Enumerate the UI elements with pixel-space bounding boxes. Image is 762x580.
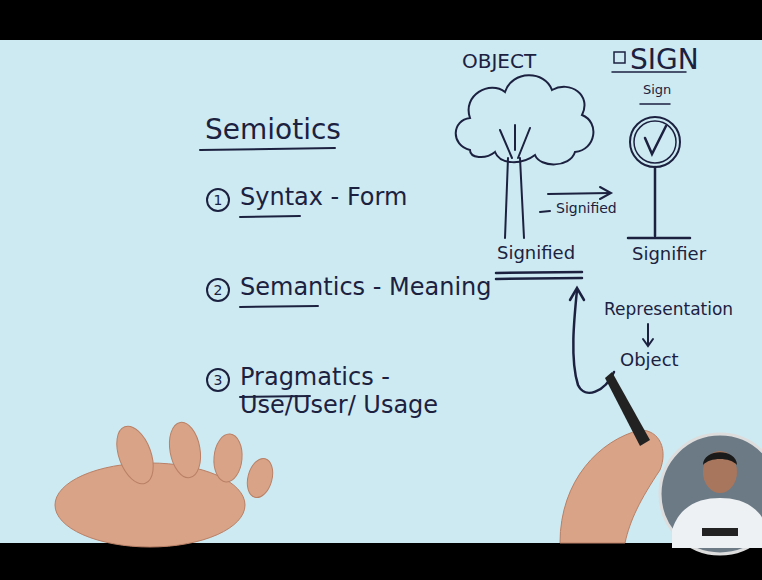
finger — [212, 433, 244, 483]
sign-heading: SIGN — [630, 44, 699, 76]
sign-circle — [630, 117, 680, 167]
object-heading: OBJECT — [462, 50, 536, 73]
number-circle — [207, 279, 229, 301]
arrow-line — [647, 324, 649, 345]
heading: Semiotics — [205, 114, 341, 146]
signified-label: Signified — [497, 243, 575, 264]
sign-underline — [640, 103, 670, 105]
word-underline — [240, 216, 300, 217]
number-circle — [207, 369, 229, 391]
number-circle — [207, 189, 229, 211]
arrow-head — [643, 339, 653, 346]
tree-trunk — [500, 125, 530, 238]
representation-label: Representation — [604, 300, 733, 320]
presenter-inset — [660, 434, 762, 554]
concept-line: Syntax - Form — [240, 184, 407, 212]
arrow-head — [570, 288, 584, 300]
double-underline — [496, 278, 582, 279]
object-label: Object — [620, 350, 679, 371]
hand — [560, 430, 663, 543]
callout-number: 3 — [214, 372, 223, 388]
word-underline — [240, 306, 318, 307]
double-underline — [496, 272, 582, 273]
tree-canopy — [456, 75, 594, 164]
finger — [243, 456, 277, 501]
signifier-label: Signifier — [632, 244, 706, 265]
dash — [540, 211, 550, 212]
arrow-head — [600, 187, 611, 199]
arrow-label: Signified — [556, 200, 617, 216]
finger — [165, 420, 204, 480]
finger — [110, 421, 161, 488]
title-underline — [200, 148, 335, 150]
concept-line: Semantics - Meaning — [240, 274, 492, 302]
sign-subheading: Sign — [643, 83, 671, 98]
concept-line: Pragmatics - Use/User/ Usage — [240, 364, 480, 419]
sign-base — [628, 237, 690, 240]
callout-number: 2 — [214, 282, 223, 298]
small-square — [614, 52, 625, 63]
pen — [605, 372, 650, 446]
sign-circle-inner — [634, 121, 676, 163]
sign-pole — [654, 167, 657, 236]
sign-mark — [645, 126, 666, 154]
callout-number: 1 — [214, 192, 223, 208]
arrow-line — [548, 193, 610, 194]
